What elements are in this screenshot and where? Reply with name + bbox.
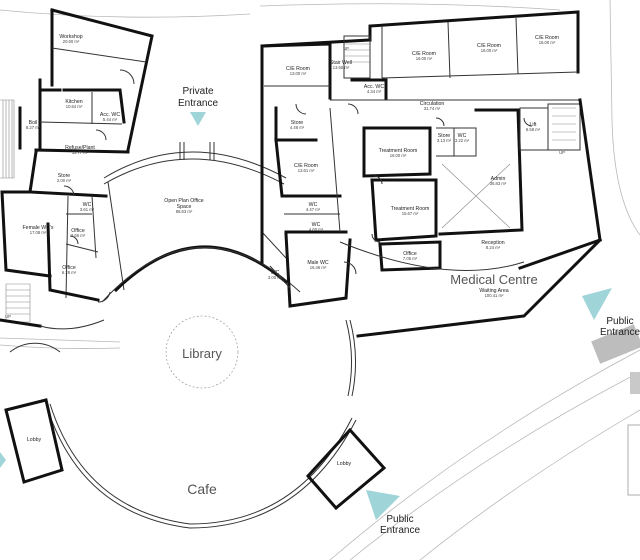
room-name: C/E Room	[412, 51, 436, 57]
room-area: 10.64 m²	[66, 104, 83, 109]
room-name: Stair Well	[330, 60, 352, 66]
lobbies	[4, 398, 387, 511]
room-area: 17.08 m²	[30, 230, 47, 235]
room-area: 13.00 m²	[290, 71, 307, 76]
room-name: Space	[177, 204, 192, 210]
open-plan-office	[103, 142, 287, 291]
room-area: 13.65 m²	[333, 65, 350, 70]
room-name: Acc. WC	[100, 112, 120, 118]
room-area: 31.74 m²	[424, 106, 441, 111]
room-area: 16.00 m²	[416, 56, 433, 61]
room-area: 2.00 m²	[57, 178, 72, 183]
cafe-label: Cafe	[187, 481, 217, 497]
room-name: Lift	[530, 122, 537, 128]
room-area: 8.24 m²	[486, 245, 501, 250]
room-area: 16.00 m²	[481, 48, 498, 53]
room-name: Kitchen	[65, 99, 82, 105]
room-area: 4.46 m²	[290, 125, 305, 130]
public-entrance-bottom-label-2: Entrance	[380, 525, 420, 536]
room-name: C/E Room	[535, 35, 559, 41]
room-name: C/E Room	[477, 43, 501, 49]
room-name: WC	[458, 133, 467, 139]
room-name: Admin	[491, 176, 506, 182]
room-area: 8.27 m²	[26, 125, 41, 130]
room-area: 3.22 m²	[455, 138, 470, 143]
room-name: Office	[403, 251, 417, 257]
room-name: Reception	[481, 240, 504, 246]
room-name: Store	[58, 173, 71, 179]
room-name: Store	[438, 133, 451, 139]
room-name: Circulation	[420, 101, 445, 107]
left-wing	[0, 8, 154, 330]
stair-up-marker: UP	[343, 46, 349, 51]
room-name: WC	[309, 202, 318, 208]
pavement-block	[591, 324, 640, 364]
room-name: Female WC's	[23, 225, 54, 231]
public-entrance-marker-bottom	[366, 490, 400, 520]
private-entrance-marker	[190, 112, 206, 126]
public-entrance-bottom-label-1: Public	[386, 514, 413, 525]
room-name: Office	[62, 265, 76, 271]
room-area: 88.63 m²	[176, 209, 193, 214]
room-name: C/E Room	[294, 163, 318, 169]
room-name: Lobby	[337, 461, 352, 467]
room-name: Lobby	[27, 437, 42, 443]
room-area: 16.00 m²	[390, 153, 407, 158]
room-labels: Workshop 20.60 m² Kitchen 10.64 m² Acc. …	[23, 34, 559, 467]
public-entrance-right-label-1: Public	[606, 316, 633, 327]
lift-up-marker: UP	[559, 150, 565, 155]
library	[9, 245, 357, 529]
room-area: 3.00 m²	[268, 275, 283, 280]
room-area: 3.13 m²	[437, 138, 452, 143]
room-name: Store	[291, 120, 304, 126]
left-stair-up-marker: UP	[5, 314, 11, 319]
room-name: Male WC	[307, 260, 329, 266]
library-label: Library	[182, 346, 222, 361]
room-area: 6.28 m²	[62, 270, 77, 275]
room-area: 4.47 m²	[306, 207, 321, 212]
room-area: 4.60 m²	[309, 227, 324, 232]
room-name: Workshop	[59, 34, 82, 40]
public-entrance-marker-right	[582, 288, 612, 320]
bench-block	[630, 372, 640, 394]
room-area: 20.60 m²	[63, 39, 80, 44]
private-entrance-label-1: Private	[182, 86, 214, 97]
room-area: 5.44 m²	[103, 117, 118, 122]
room-area: 6.58 m²	[526, 127, 541, 132]
room-name: WC	[83, 202, 92, 208]
room-area: 7.05 m²	[403, 256, 418, 261]
private-entrance-label-2: Entrance	[178, 98, 218, 109]
room-area: 100.41 m²	[485, 293, 504, 298]
room-name: Waiting Area	[479, 288, 508, 294]
room-name: Refuse/Plant	[65, 145, 95, 151]
room-area: 11.77 m²	[72, 150, 89, 155]
medical-centre-label: Medical Centre	[450, 272, 537, 287]
room-area: 3.61 m²	[80, 207, 95, 212]
public-entrance-right-label-2: Entrance	[600, 327, 640, 338]
room-name: Open Plan Office	[164, 198, 204, 204]
room-name: Boil	[29, 120, 38, 126]
room-name: C/E Room	[286, 66, 310, 72]
room-name: WC	[312, 222, 321, 228]
room-area: 15.67 m²	[402, 211, 419, 216]
room-area: 36.83 m²	[490, 181, 507, 186]
planter-block	[627, 424, 640, 496]
room-name: Treatment Room	[391, 206, 430, 212]
public-entrance-marker-left	[0, 452, 6, 468]
medical-centre	[260, 10, 603, 338]
room-name: Acc. WC	[364, 84, 384, 90]
room-name: WC	[271, 270, 280, 276]
room-area: 13.61 m²	[298, 168, 315, 173]
room-area: 16.00 m²	[539, 40, 556, 45]
room-area: 4.34 m²	[367, 89, 382, 94]
room-area: 16.46 m²	[310, 265, 327, 270]
room-area: 3.66 m²	[71, 233, 86, 238]
room-name: Treatment Room	[379, 148, 418, 154]
room-name: Office	[71, 228, 85, 234]
entrance-markers	[0, 112, 612, 520]
